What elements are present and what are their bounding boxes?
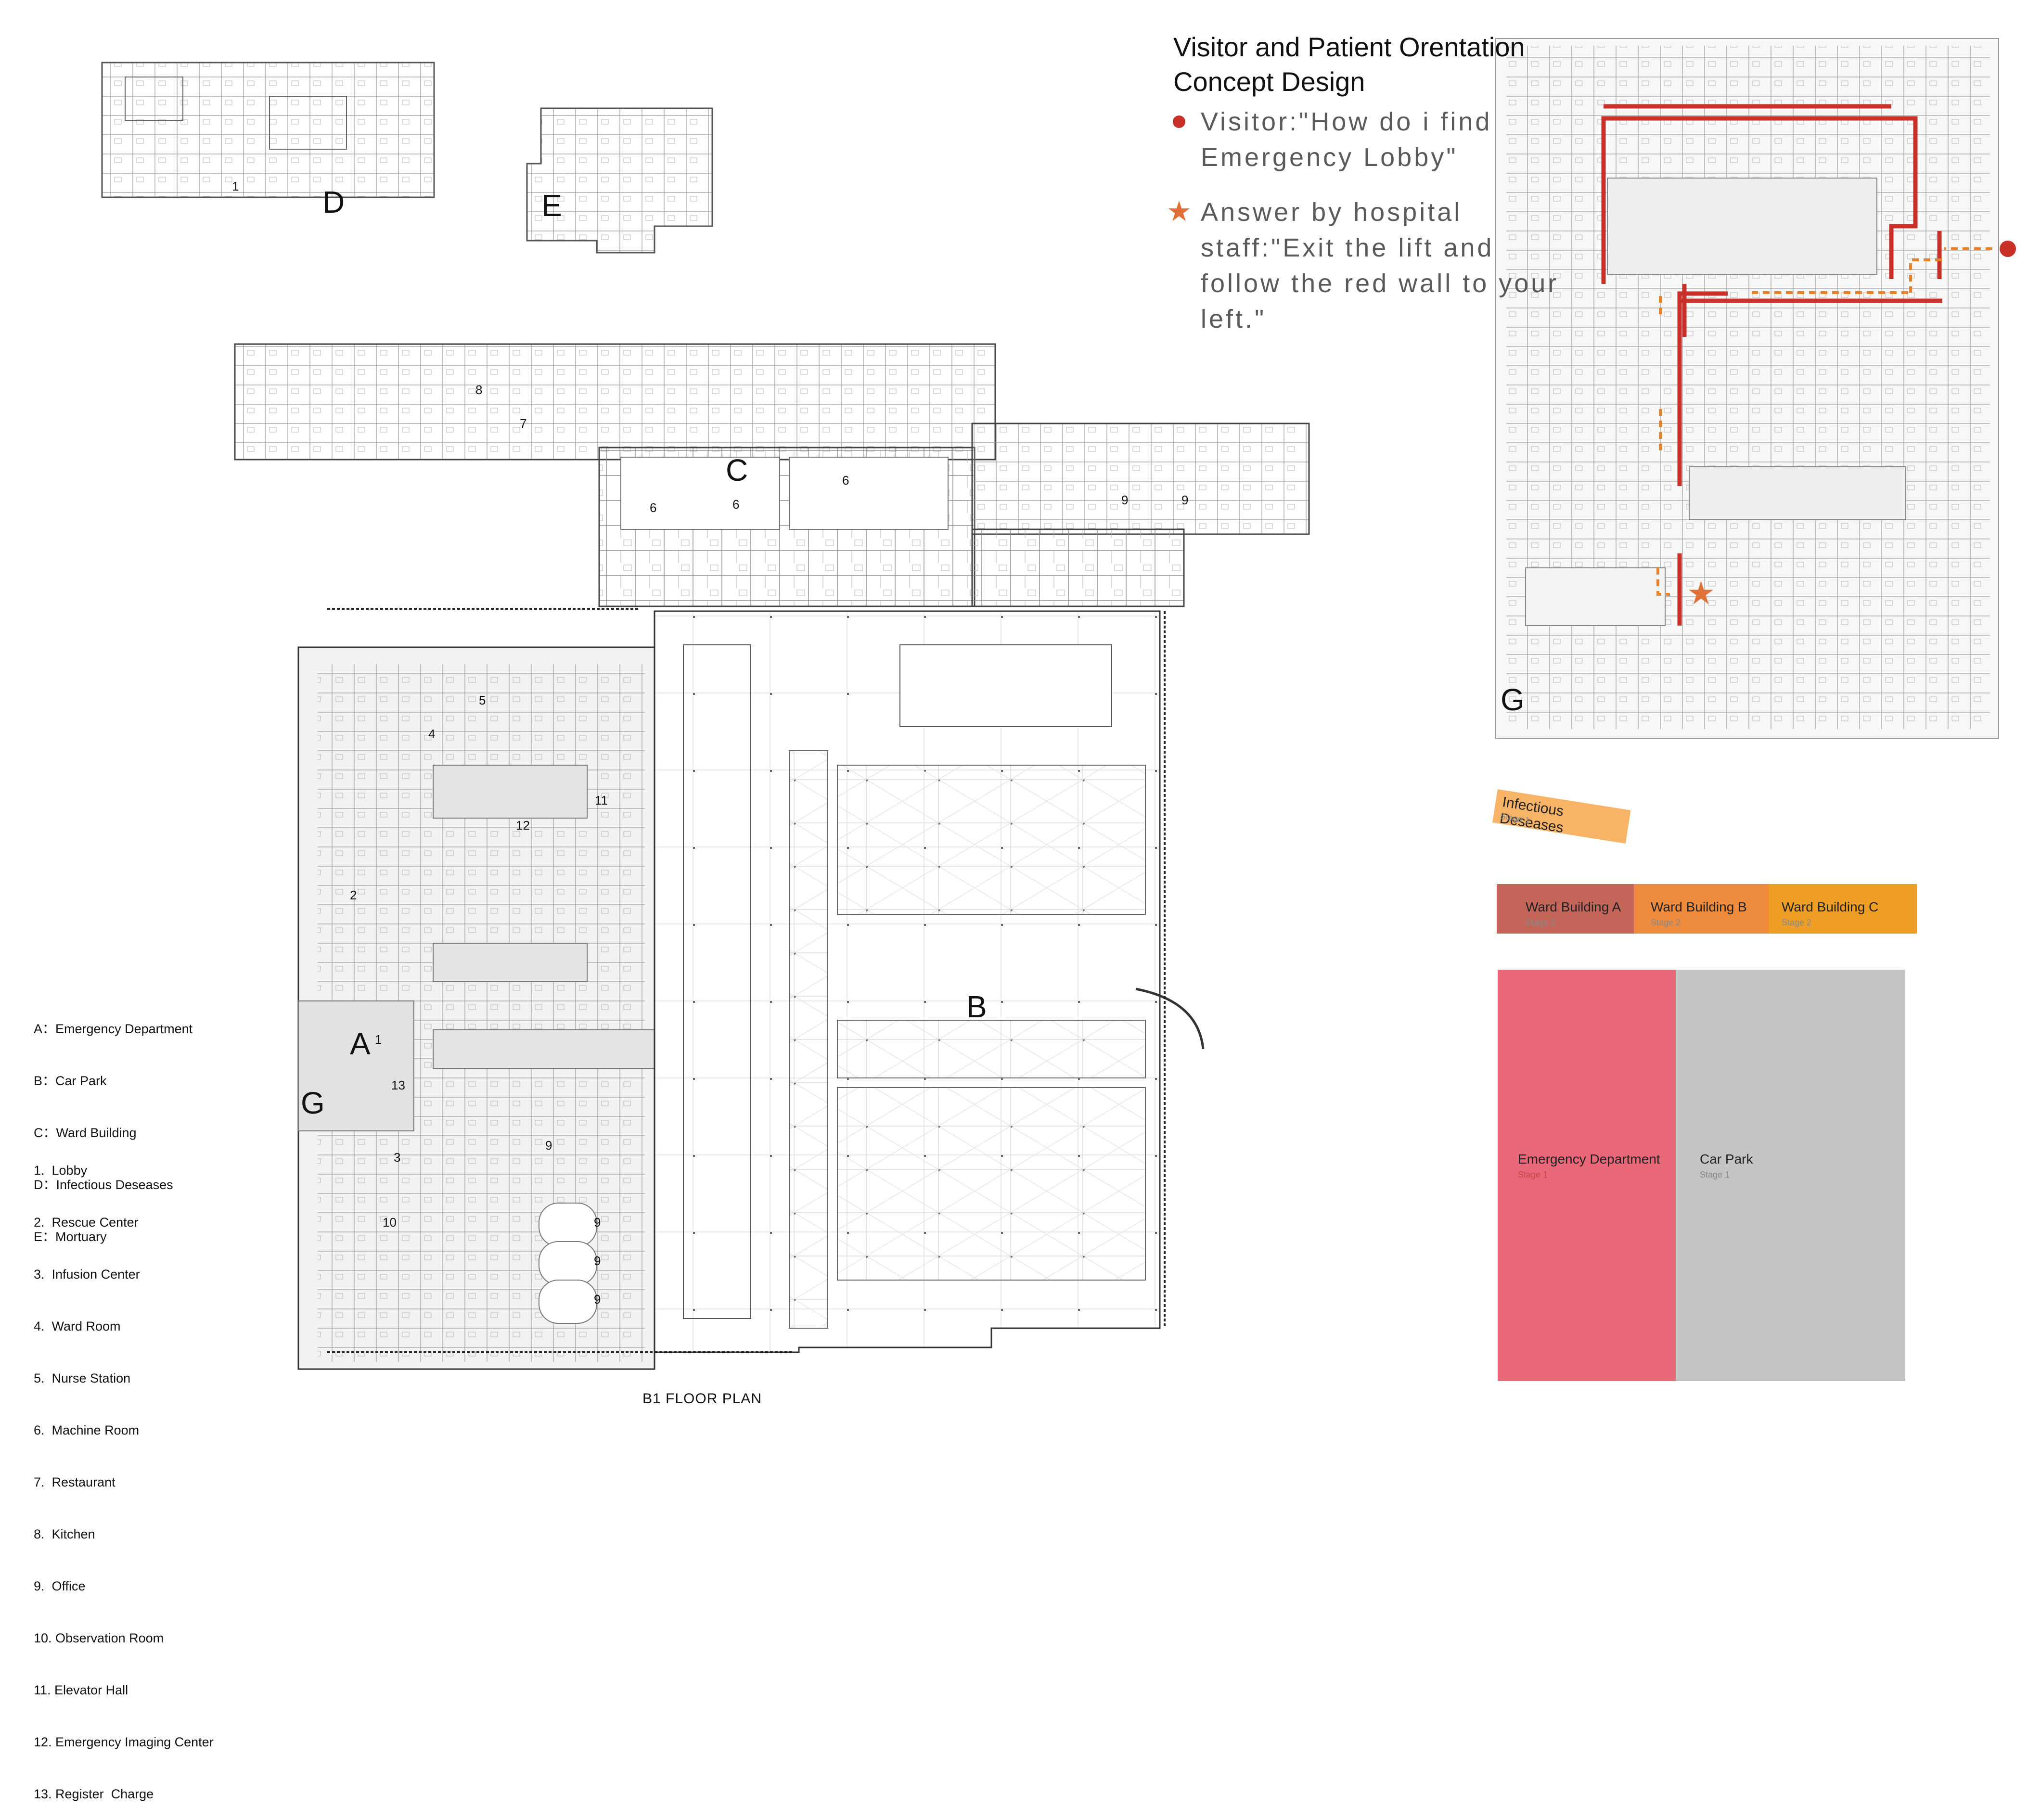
floor-plan-caption: B1 FLOOR PLAN [642,1391,762,1407]
page-title: Visitor and Patient Orentation Concept D… [1173,30,1525,99]
building-d-plan [101,62,435,198]
room-legend-item: 10. Observation Room [34,1631,164,1645]
visitor-question: Visitor:"How do i find Emergency Lobby" [1201,104,1492,175]
room-legend-item: 6. Machine Room [34,1423,140,1437]
stage-sub: Stage 1 [1518,1170,1548,1179]
room-legend-item: 7. Restaurant [34,1475,116,1489]
stage-label: Car Park [1700,1152,1753,1166]
plan-number: 10 [383,1215,397,1230]
stage-sub: Stage 2 [1526,918,1556,927]
zone-legend-item: D：Infectious Deseases [34,1178,173,1192]
zone-label-d: D [322,185,345,219]
stage-sub: Stage 1 [1700,1170,1730,1179]
plan-number: 9 [545,1138,552,1153]
zone-legend-item: A：Emergency Department [34,1022,193,1036]
plan-number: 9 [594,1254,601,1268]
plan-number: 6 [650,500,657,515]
title-line-1: Visitor and Patient Orentation [1173,32,1525,62]
stage-block-ward-c: Ward Building C Stage 2 [1769,884,1917,934]
car-park-plan [327,608,1205,1353]
zone-legend-item: B：Car Park [34,1074,107,1088]
plan-number: 9 [594,1215,601,1230]
plan-number: 2 [350,888,357,902]
stage-block-ward-a: Ward Building A Stage 2 [1497,884,1634,934]
zone-label-e: E [541,188,562,223]
zone-label-g-main: G [301,1086,325,1120]
building-a-plan [297,646,655,1370]
plan-number: 9 [1181,493,1189,507]
room-legend-item: 2. Rescue Center [34,1215,139,1230]
room-legend-item: 1. Lobby [34,1163,88,1178]
room-legend-item: 5. Nurse Station [34,1371,131,1385]
floor-plan-drawing: ★ [101,38,2016,1370]
building-c-plan [234,343,1310,607]
red-wall-path [1601,104,1942,626]
staff-star-marker: ★ [1687,575,1715,612]
room-legend-item: 3. Infusion Center [34,1267,140,1282]
plan-number: 13 [391,1078,405,1092]
answer-line-2: staff:"Exit the lift and [1201,233,1494,262]
plan-number: 3 [394,1150,401,1165]
zone-legend: A：Emergency Department B：Car Park C：Ward… [34,986,193,1263]
plan-number: 5 [479,693,486,707]
room-legend-item: 11. Elevator Hall [34,1683,128,1697]
stage-label: Emergency Department [1518,1152,1660,1166]
stage-block-emergency: Emergency Department Stage 1 [1498,970,1676,1381]
staff-answer: Answer by hospital staff:"Exit the lift … [1201,194,1559,337]
plan-number: 1 [232,179,239,193]
question-line-2: Emergency Lobby" [1201,143,1458,172]
room-legend-item: 13. Register Charge [34,1787,154,1801]
zone-label-g-detail: G [1501,682,1525,717]
visitor-dot-icon [1173,115,1185,128]
plan-number: 7 [520,416,527,431]
plan-number: 9 [1121,493,1129,507]
stage-label: Ward Building A [1526,899,1621,914]
plan-number: 6 [732,497,740,512]
answer-line-3: follow the red wall to your [1201,269,1559,298]
stage-sub: Stage 2 [1782,918,1812,927]
stage-sub: Stage 2 [1651,918,1681,927]
g-detail-plan [1495,38,1999,739]
room-legend-item: 9. Office [34,1579,86,1593]
zone-label-a: A [350,1026,371,1061]
stage-block-ward-b: Ward Building B Stage 2 [1634,884,1769,934]
room-legend-item: 8. Kitchen [34,1527,95,1541]
zone-legend-item: E：Mortuary [34,1230,107,1244]
stage-label: Ward Building B [1651,899,1747,914]
zone-label-b: B [966,989,987,1024]
orange-guidance-path [1656,247,1992,596]
visitor-marker [2000,241,2016,257]
plan-number: 6 [842,473,849,487]
room-legend-item: 12. Emergency Imaging Center [34,1735,214,1749]
plan-number: 1 [375,1032,382,1047]
answer-line-1: Answer by hospital [1201,198,1463,227]
plan-number: 8 [475,383,483,397]
title-line-2: Concept Design [1173,66,1365,97]
plan-number: 4 [428,727,436,741]
plan-number: 12 [516,818,530,833]
zone-label-c: C [726,453,748,487]
room-legend-item: 4. Ward Room [34,1319,121,1333]
plan-number: 9 [594,1292,601,1307]
stage-label: Ward Building C [1782,899,1879,914]
room-legend: 1. Lobby 2. Rescue Center 3. Infusion Ce… [34,1127,214,1820]
stage-block-car-park: Car Park Stage 1 [1676,970,1905,1381]
building-e-plan [526,107,713,254]
answer-line-4: left." [1201,305,1267,333]
plan-number: 11 [595,793,608,807]
zone-legend-item: C：Ward Building [34,1126,137,1140]
staff-star-icon: ★ [1167,195,1192,228]
question-line-1: Visitor:"How do i find [1201,107,1492,136]
